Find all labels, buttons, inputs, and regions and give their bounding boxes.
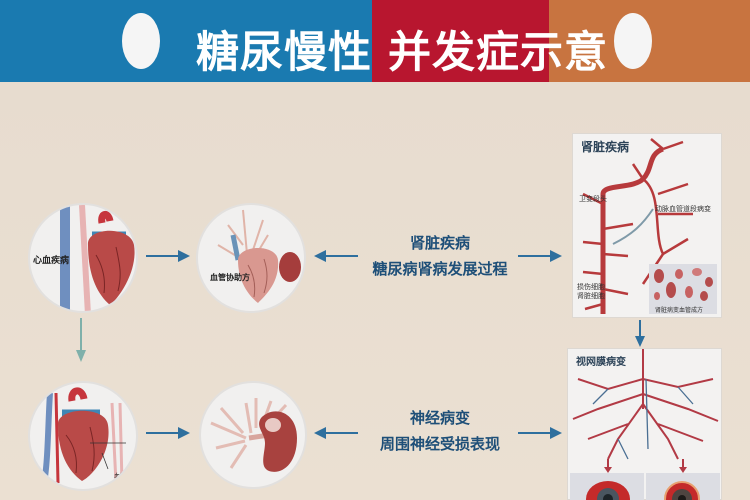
neuropathy-text: 神经病变 周围神经受损表现 [360,405,520,457]
kidney-disease-text: 肾脏疾病 糖尿病肾病发展过程 [360,230,520,282]
heart-kidney-illustration-icon [217,209,301,303]
heart-kidney-circle-label: 血管协助方 [210,273,250,282]
kidney-panel-label-1: 卫变段头 [579,195,607,203]
kidney-inset-label: 肾脏病变血管成方 [655,307,704,314]
retina-vessels-illustration-icon [572,349,719,473]
eye-left-icon [586,481,630,500]
kidney-cells-inset: 肾脏病变血管成方 [649,264,717,314]
kidney-illustration-icon [210,398,297,472]
retina-panel-title: 视网膜病变 [576,357,626,368]
page-title: 糖尿慢性 并发症示意 [196,28,608,78]
heart-circle-bottom: 血管 [28,381,138,491]
kidney-panel-label-4: 肾脏细胞 [577,292,605,300]
renal-artery-illustration-icon [582,138,693,314]
header-dot-left-icon [122,13,160,69]
arrow-down-icon [635,320,645,347]
header-banner [0,0,750,82]
arrow-left-icon [314,427,358,439]
heart-illustration-icon [60,205,135,311]
eye-right-icon [664,481,700,500]
kidney-circle [199,381,307,489]
heart-kidney-circle: 血管协助方 [196,203,306,313]
arrow-right-icon [518,427,562,439]
arrow-left-icon [314,250,358,262]
arrow-right-icon [518,250,562,262]
header-dot-right-icon [614,13,652,69]
header-red-segment [372,0,549,82]
heart-circle-top: 心血疾病 [28,203,138,313]
kidney-panel-title: 肾脏疾病 [581,140,630,154]
retinopathy-panel: 视网膜病变 [567,348,722,500]
neuropathy-subtitle: 周围神经受损表现 [379,435,500,453]
header-blue-segment [0,0,372,82]
neuropathy-title: 神经病变 [409,409,470,427]
arrow-right-icon [146,427,190,439]
heart-circle-bottom-label: 血管 [114,473,127,480]
eye-image-left [570,473,644,500]
heart-illustration-bottom-icon [41,387,126,484]
kidney-panel-label-3: 损伤细胞 [577,283,605,291]
kidney-cells-icon [654,268,713,301]
arrow-down-icon [76,318,86,362]
heart-circle-top-label: 心血疾病 [33,256,70,266]
kidney-disease-subtitle: 糖尿病肾病发展过程 [372,260,508,278]
kidney-panel-label-2: 动脉血管道段病变 [655,205,711,213]
kidney-disease-panel: 肾脏疾病 卫变段头 动脉血管道段病变 损伤细胞 肾脏细胞 肾脏病变血管成方 [572,133,722,318]
arrow-right-icon [146,250,190,262]
eye-image-right [646,473,720,500]
kidney-disease-title: 肾脏疾病 [409,234,470,252]
